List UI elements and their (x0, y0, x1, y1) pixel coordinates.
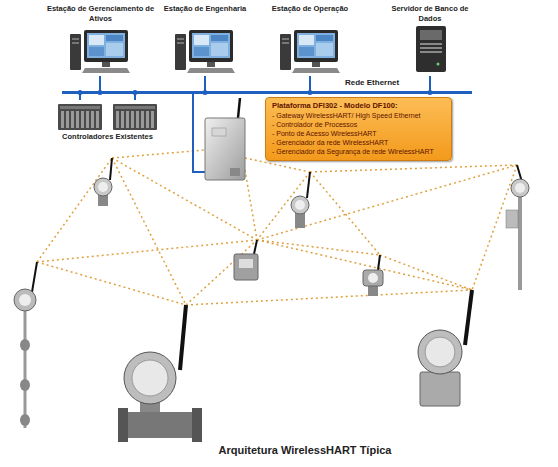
platform-callout: Plataforma DFI302 - Modelo DF100:- Gatew… (265, 97, 452, 161)
database-server: Servidor de Banco de Dados (388, 4, 472, 76)
callout-item: - Gerenciador da rede WirelessHART (272, 138, 445, 147)
ethernet-bus: Rede Ethernet (62, 91, 472, 94)
callout-item: - Gateway WirelessHART/ High Speed Ether… (272, 111, 445, 120)
controller-group: Controladores Existentes (50, 100, 165, 146)
callout-heading: Plataforma DFI302 - Modelo DF100: (272, 101, 445, 111)
station-label: Estação de Operação (250, 4, 370, 14)
station-label: Estação de Gerenciamento de Ativos (38, 4, 163, 23)
callout-item: - Gerenciador da Segurança de rede Wirel… (272, 147, 445, 156)
workstation: Estação de Gerenciamento de Ativos (38, 4, 163, 76)
callout-item: - Controlador de Processos (272, 120, 445, 129)
workstation: Estação de Operação (250, 4, 370, 76)
ethernet-link (309, 76, 311, 91)
ethernet-link (429, 76, 431, 91)
workstation: Estação de Engenharia (145, 4, 265, 76)
ethernet-link (204, 76, 206, 91)
bus-label: Rede Ethernet (345, 78, 399, 88)
ethernet-link (99, 76, 101, 91)
callout-item: - Ponto de Acesso WirelessHART (272, 129, 445, 138)
station-label: Estação de Engenharia (145, 4, 265, 14)
figure-caption: Arquitetura WirelessHART Típica (170, 444, 440, 456)
group-label: Controladores Existentes (50, 132, 165, 141)
server-label: Servidor de Banco de Dados (388, 4, 472, 23)
